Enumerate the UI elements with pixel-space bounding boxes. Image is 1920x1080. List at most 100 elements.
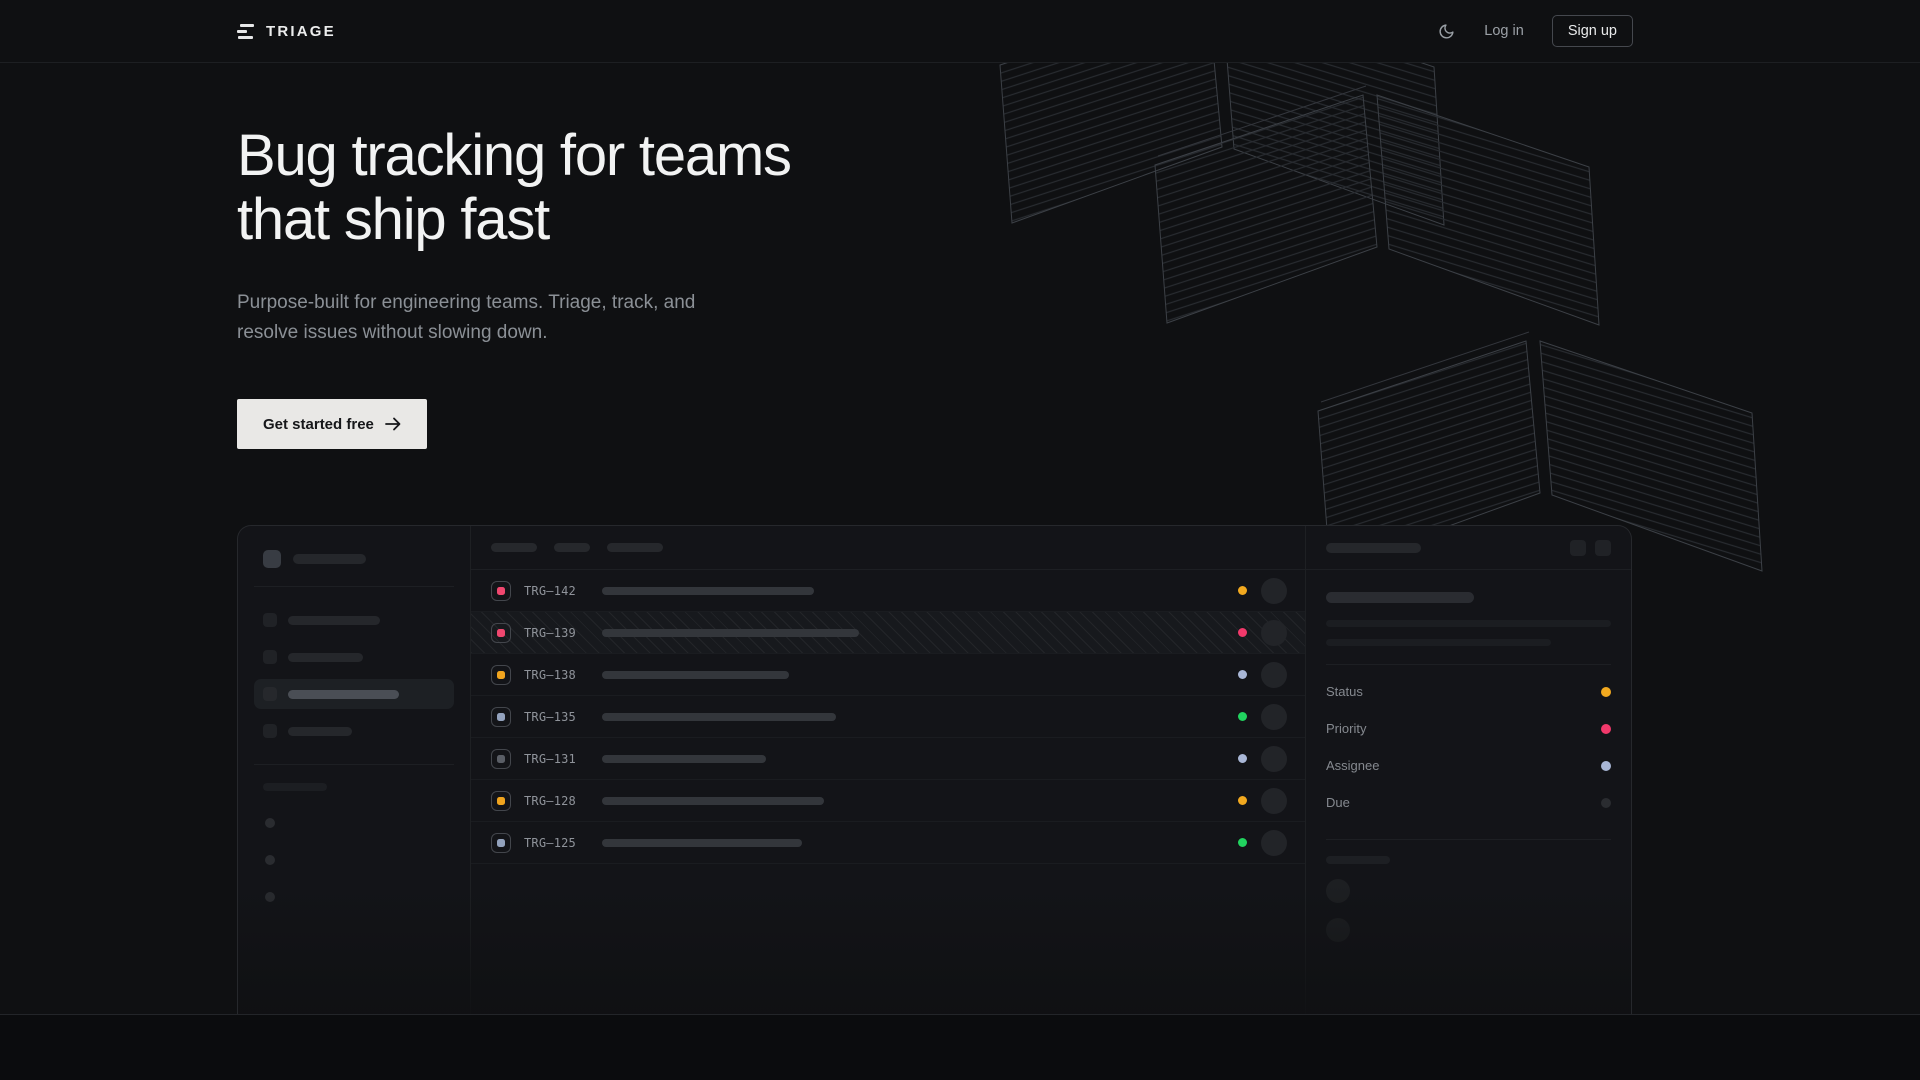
status-dot (1238, 796, 1247, 805)
sidebar-item-icon-placeholder (263, 650, 277, 664)
issue-row[interactable]: TRG–125 (471, 822, 1305, 864)
brand-logo[interactable]: TRIAGE (237, 23, 336, 40)
divider (254, 764, 454, 765)
sidebar-item-icon-placeholder (263, 687, 277, 701)
assignee-avatar (1261, 619, 1287, 646)
login-link[interactable]: Log in (1484, 23, 1524, 39)
sidebar-item (254, 642, 454, 672)
description-line-skeleton (1326, 620, 1611, 627)
issue-type-icon (491, 706, 511, 727)
assignee-avatar (1261, 829, 1287, 856)
assignee-avatar (1261, 745, 1287, 772)
triage-logo-icon (237, 23, 254, 39)
issue-type-icon (491, 790, 511, 811)
issue-row[interactable]: TRG–138 (471, 654, 1305, 696)
activity-avatar (1326, 879, 1350, 903)
issue-list-header (471, 526, 1305, 570)
property-value-dot (1601, 797, 1611, 808)
issue-row[interactable]: TRG–139 (471, 612, 1305, 654)
description-line-skeleton (1326, 639, 1551, 646)
arrow-right-icon (384, 417, 401, 431)
property-value-dot (1601, 723, 1611, 734)
top-nav: TRIAGE Log in Sign up (0, 0, 1920, 63)
issue-row[interactable]: TRG–142 (471, 570, 1305, 612)
workspace-name-skeleton (293, 554, 366, 564)
workspace-avatar (263, 550, 281, 568)
sidebar-section-label-skeleton (263, 783, 327, 791)
issue-title-skeleton (602, 670, 789, 679)
sidebar-item-skeleton (288, 615, 380, 625)
issue-title-skeleton (602, 712, 836, 721)
hero-title-line2: that ship fast (237, 187, 550, 252)
issue-row[interactable]: TRG–135 (471, 696, 1305, 738)
panel-action-button[interactable] (1570, 539, 1586, 556)
issue-id: TRG–139 (524, 625, 576, 640)
issue-title-skeleton (602, 628, 859, 637)
assignee-avatar (1261, 661, 1287, 688)
issue-id: TRG–135 (524, 709, 576, 724)
filter-tab-skeleton (491, 543, 537, 552)
detail-header (1306, 526, 1631, 570)
issue-title-skeleton (602, 838, 802, 847)
filter-tab-skeleton (607, 543, 663, 552)
property-row[interactable]: Status (1326, 673, 1611, 710)
issue-row[interactable]: TRG–131 (471, 738, 1305, 780)
status-dot (1238, 838, 1247, 847)
sidebar-bullet (265, 818, 275, 828)
mockup-sidebar (238, 526, 471, 1015)
moon-icon (1439, 23, 1454, 38)
status-dot (1238, 670, 1247, 679)
detail-header-skeleton (1326, 542, 1421, 553)
divider (1326, 664, 1611, 665)
issue-id: TRG–142 (524, 583, 576, 598)
workspace-switcher (254, 550, 454, 568)
issue-id: TRG–131 (524, 751, 576, 766)
activity-label-skeleton (1326, 856, 1390, 864)
property-row[interactable]: Due (1326, 784, 1611, 821)
filter-tab-skeleton (554, 543, 590, 552)
footer (0, 1014, 1920, 1080)
get-started-button[interactable]: Get started free (237, 399, 427, 449)
signup-button[interactable]: Sign up (1551, 15, 1633, 47)
issue-id: TRG–138 (524, 667, 576, 682)
property-label: Priority (1326, 721, 1367, 736)
assignee-avatar (1261, 787, 1287, 814)
status-dot (1238, 628, 1247, 637)
issue-rows: TRG–142 TRG–139 (471, 570, 1305, 864)
hero-title-line1: Bug tracking for teams (237, 123, 792, 188)
sidebar-item (254, 605, 454, 635)
divider (1326, 839, 1611, 840)
issue-title-skeleton (602, 754, 766, 763)
issue-type-icon (491, 664, 511, 685)
issue-type-icon (491, 580, 511, 601)
theme-toggle-button[interactable] (1436, 21, 1456, 41)
issue-title-skeleton (602, 796, 824, 805)
issue-row[interactable]: TRG–128 (471, 780, 1305, 822)
sidebar-item-icon-placeholder (263, 613, 277, 627)
sidebar-item-skeleton (288, 652, 363, 662)
sidebar-bullet (265, 892, 275, 902)
issue-list: TRG–142 TRG–139 (471, 526, 1306, 1015)
status-dot (1238, 754, 1247, 763)
issue-detail-panel: Status Priority Assignee (1306, 526, 1631, 1015)
sidebar-bullet (265, 855, 275, 865)
issue-type-icon (491, 832, 511, 853)
property-value-dot (1601, 760, 1611, 771)
issue-id: TRG–128 (524, 793, 576, 808)
issue-type-icon (491, 622, 511, 643)
status-dot (1238, 712, 1247, 721)
property-label: Assignee (1326, 758, 1380, 773)
property-label: Status (1326, 684, 1363, 699)
sidebar-item-active (254, 679, 454, 709)
status-dot (1238, 586, 1247, 595)
assignee-avatar (1261, 703, 1287, 730)
brand-name: TRIAGE (266, 22, 336, 40)
property-rows: Status Priority Assignee (1326, 673, 1611, 821)
sidebar-item-icon-placeholder (263, 724, 277, 738)
property-row[interactable]: Priority (1326, 710, 1611, 747)
hero-title: Bug tracking for teams that ship fast (237, 123, 792, 252)
property-row[interactable]: Assignee (1326, 747, 1611, 784)
issue-type-icon (491, 748, 511, 769)
panel-action-button[interactable] (1595, 539, 1611, 556)
